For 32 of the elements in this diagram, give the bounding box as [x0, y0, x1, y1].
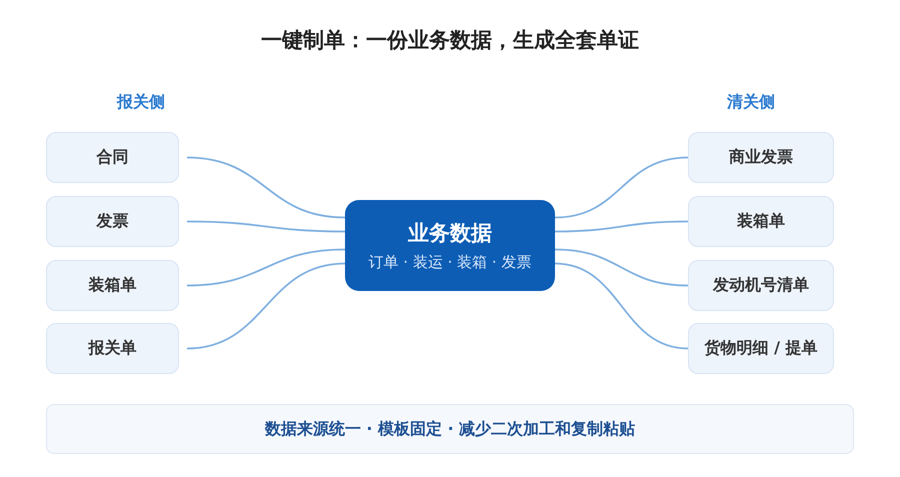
node-title: 发票	[96, 211, 128, 232]
document-box	[688, 196, 834, 247]
document-box	[46, 196, 179, 247]
node-title: 货物明细 / 提单	[704, 338, 818, 359]
document-box	[46, 132, 179, 183]
node-title: 数据来源统一 · 模板固定 · 减少二次加工和复制粘贴	[264, 418, 636, 440]
summary-banner	[46, 404, 854, 454]
node-subtitle: 订单 · 装运 · 装箱 · 发票	[368, 253, 532, 272]
hub-box	[345, 200, 555, 291]
connector-line	[554, 248, 688, 286]
connector-line	[554, 156, 688, 218]
document-box	[688, 323, 834, 374]
document-box	[688, 260, 834, 311]
section-label: 报关侧	[117, 92, 165, 113]
node-title: 报关单	[88, 338, 136, 359]
connector-line	[186, 262, 346, 350]
connector-line	[186, 220, 346, 232]
document-box	[46, 260, 179, 311]
node-title: 商业发票	[729, 147, 793, 168]
connector-line	[554, 262, 688, 350]
node-title: 发动机号清单	[713, 275, 809, 296]
node-title: 合同	[96, 147, 128, 168]
node-title: 装箱单	[88, 275, 136, 296]
connector-line	[186, 156, 346, 218]
node-title: 业务数据	[408, 220, 492, 247]
connector-line	[554, 220, 688, 232]
connector-line	[186, 248, 346, 286]
section-label: 清关侧	[727, 92, 775, 113]
node-title: 装箱单	[737, 211, 785, 232]
diagram-title: 一键制单：一份业务数据，生成全套单证	[260, 27, 640, 54]
document-box	[46, 323, 179, 374]
document-box	[688, 132, 834, 183]
